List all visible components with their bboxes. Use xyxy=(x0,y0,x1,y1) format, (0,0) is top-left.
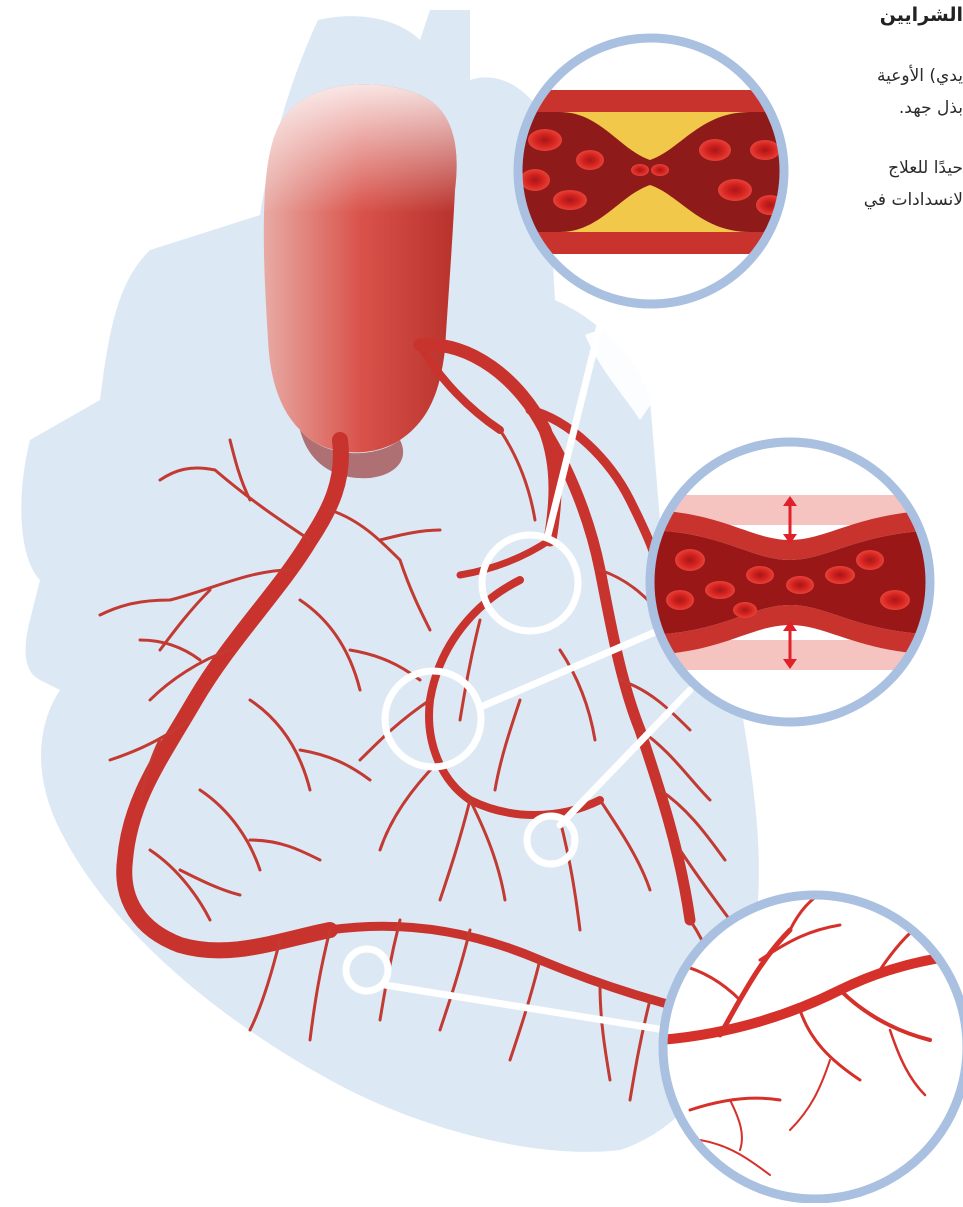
page-title: الشرايين xyxy=(880,4,963,26)
body-text-line: يدي) الأوعية xyxy=(877,66,963,86)
inset-capillary-branches xyxy=(660,890,963,1199)
body-text-line: بذل جهد. xyxy=(899,98,963,118)
body-text-line: حيدًا للعلاج xyxy=(888,158,963,178)
inset-constricted-artery xyxy=(640,442,950,722)
body-text-line: لانسدادات في xyxy=(864,190,963,210)
